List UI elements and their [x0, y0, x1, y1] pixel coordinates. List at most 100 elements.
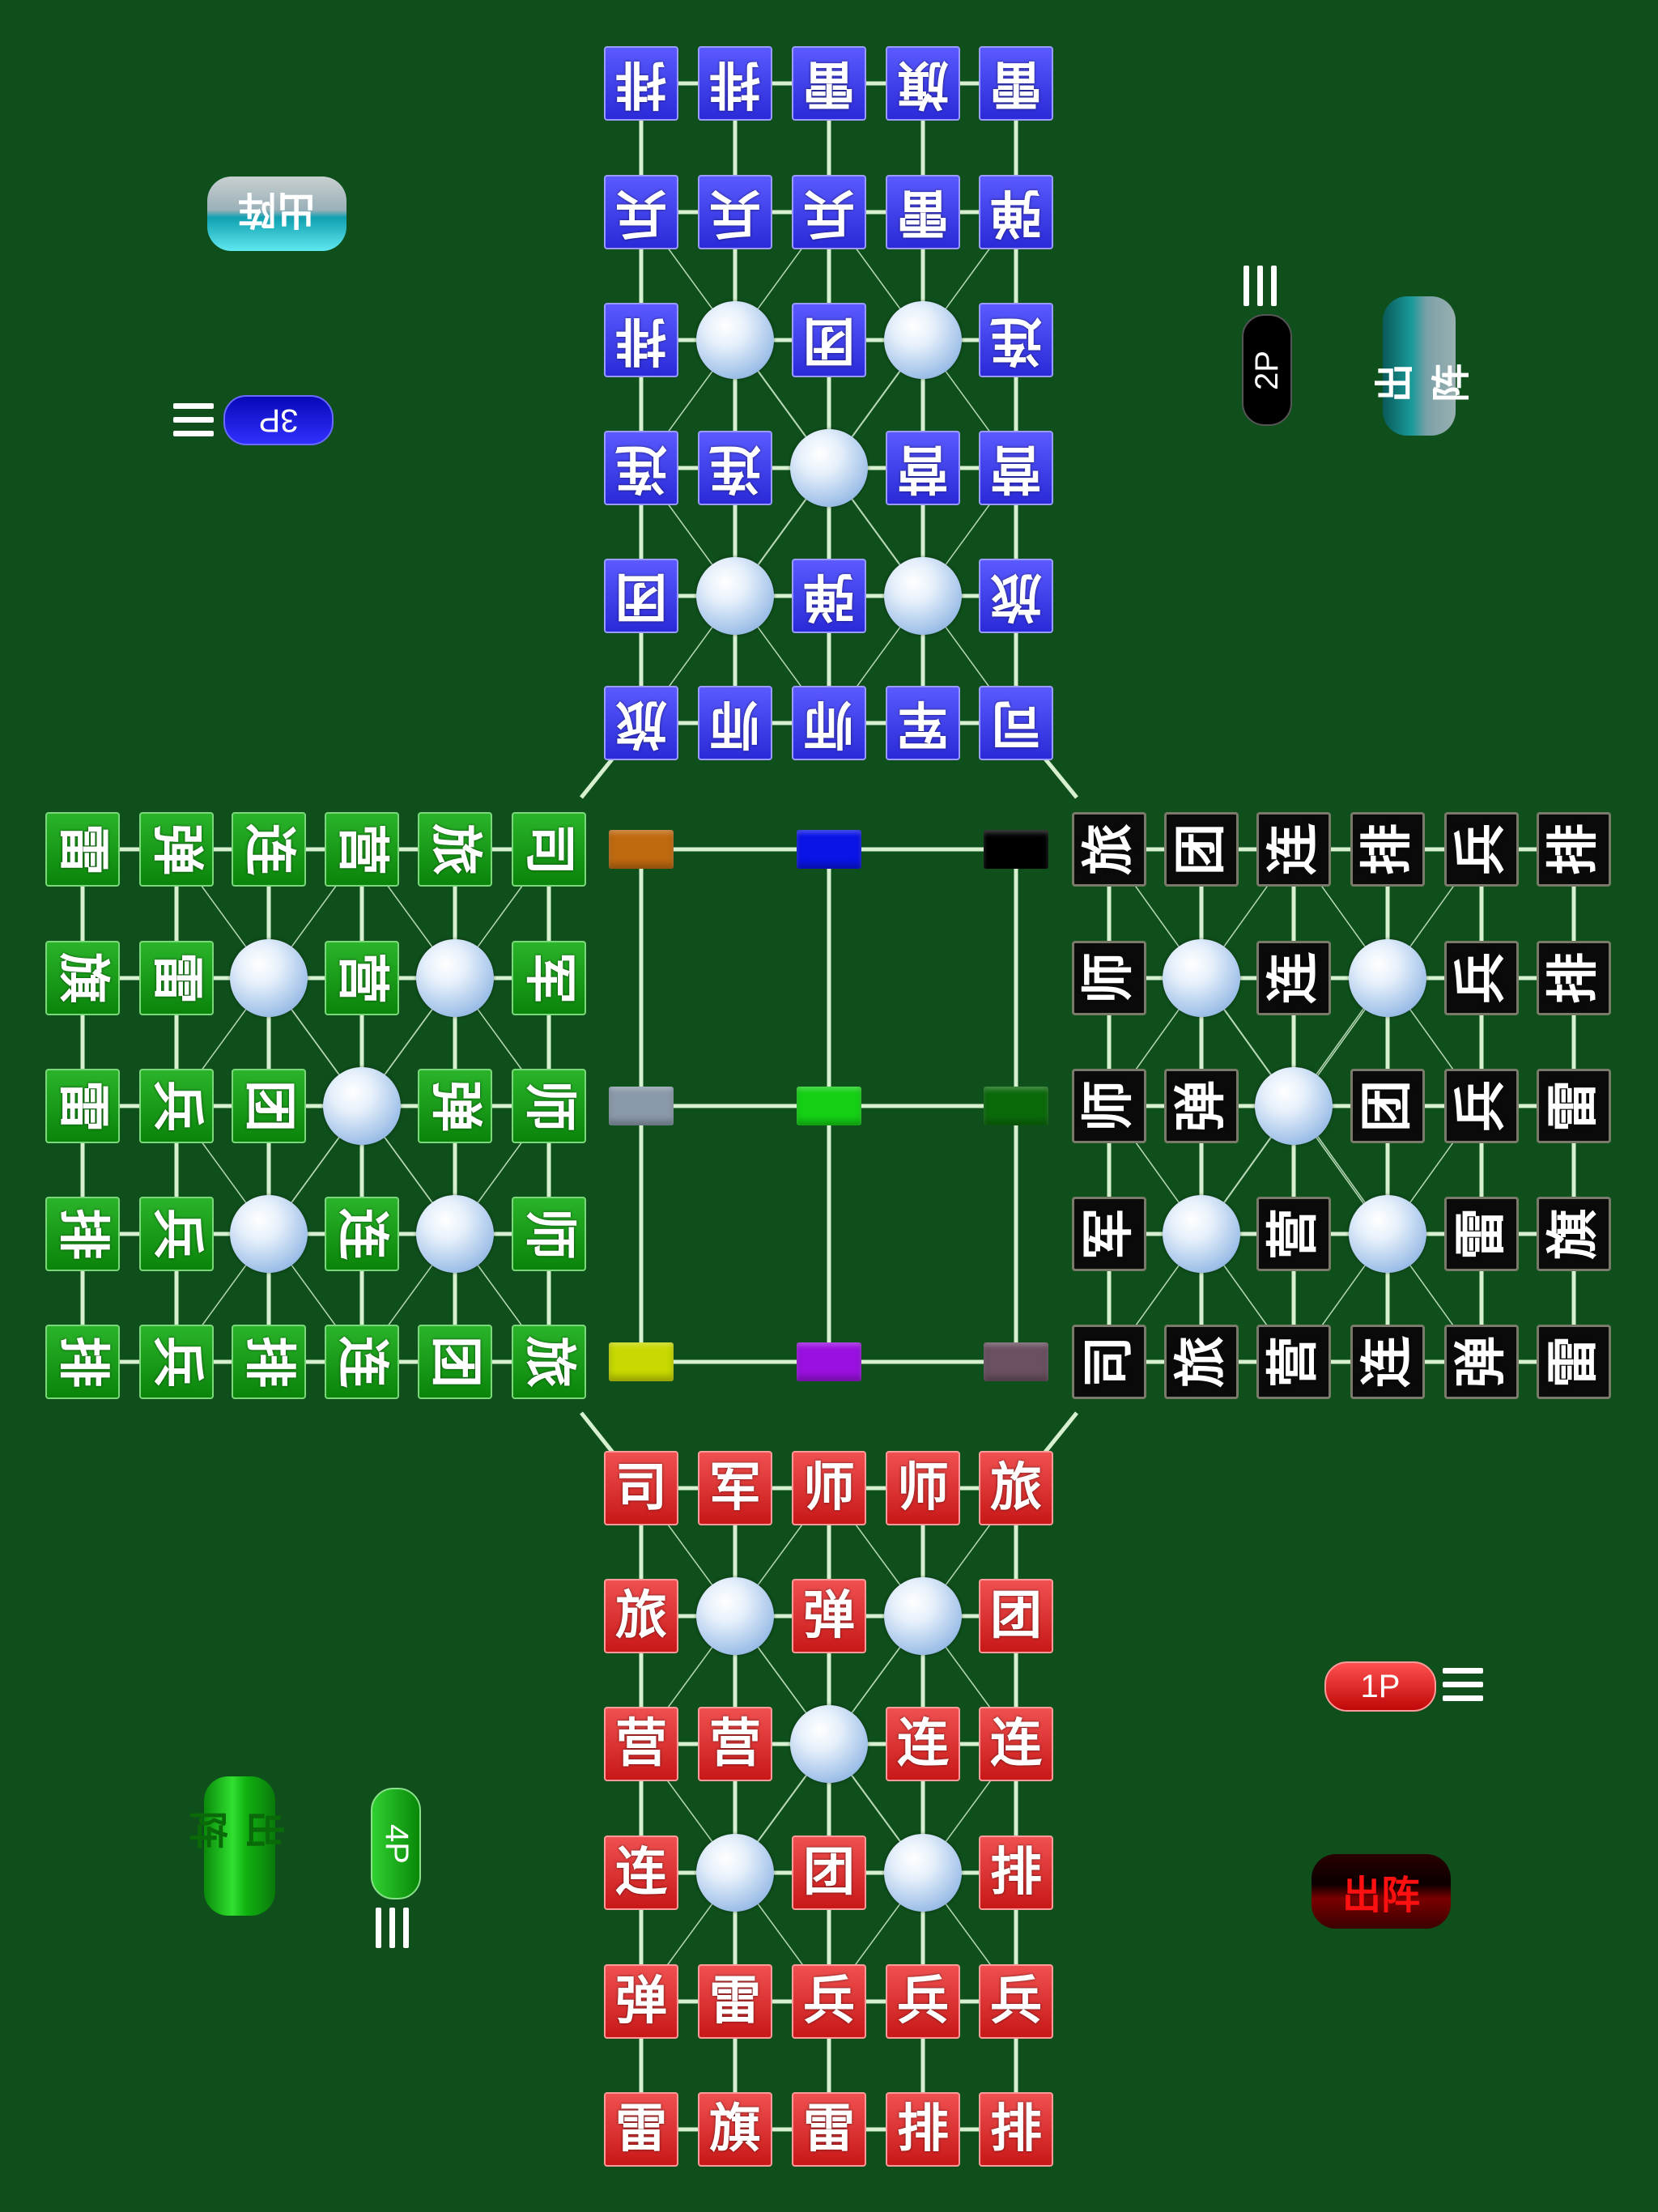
- center-station[interactable]: [609, 830, 674, 869]
- green-piece[interactable]: 弹: [418, 1069, 492, 1143]
- p3-menu-icon[interactable]: [173, 403, 214, 437]
- red-piece[interactable]: 师: [792, 1451, 866, 1525]
- blue-piece[interactable]: 旅: [604, 686, 678, 760]
- green-piece[interactable]: 雷: [45, 812, 120, 887]
- black-piece[interactable]: 营: [1256, 1325, 1331, 1399]
- green-piece[interactable]: 兵: [139, 1069, 214, 1143]
- blue-piece[interactable]: 军: [886, 686, 960, 760]
- blue-piece[interactable]: 司: [979, 686, 1053, 760]
- red-piece[interactable]: 排: [979, 1836, 1053, 1910]
- green-camp[interactable]: [230, 939, 308, 1017]
- blue-piece[interactable]: 旗: [886, 46, 960, 121]
- green-piece[interactable]: 师: [512, 1069, 586, 1143]
- blue-piece[interactable]: 排: [698, 46, 772, 121]
- red-piece[interactable]: 雷: [698, 1964, 772, 2039]
- red-piece[interactable]: 司: [604, 1451, 678, 1525]
- blue-piece[interactable]: 雷: [886, 175, 960, 249]
- p2-deploy-button[interactable]: 出阵: [1372, 296, 1474, 436]
- blue-piece[interactable]: 营: [886, 431, 960, 505]
- center-station[interactable]: [984, 1342, 1048, 1381]
- blue-piece[interactable]: 兵: [698, 175, 772, 249]
- black-piece[interactable]: 排: [1537, 812, 1611, 887]
- red-piece[interactable]: 兵: [792, 1964, 866, 2039]
- black-piece[interactable]: 团: [1350, 1069, 1425, 1143]
- red-camp[interactable]: [884, 1834, 962, 1912]
- blue-piece[interactable]: 弹: [792, 559, 866, 633]
- blue-piece[interactable]: 营: [979, 431, 1053, 505]
- black-piece[interactable]: 旗: [1537, 1197, 1611, 1271]
- red-piece[interactable]: 团: [979, 1579, 1053, 1653]
- center-station[interactable]: [797, 1342, 861, 1381]
- blue-piece[interactable]: 兵: [604, 175, 678, 249]
- red-piece[interactable]: 旅: [604, 1579, 678, 1653]
- p1-menu-icon[interactable]: [1443, 1668, 1483, 1702]
- blue-piece[interactable]: 兵: [792, 175, 866, 249]
- red-piece[interactable]: 连: [886, 1707, 960, 1781]
- red-camp[interactable]: [884, 1577, 962, 1655]
- red-piece[interactable]: 营: [698, 1707, 772, 1781]
- blue-camp[interactable]: [884, 301, 962, 379]
- black-camp[interactable]: [1349, 1195, 1426, 1273]
- red-piece[interactable]: 雷: [792, 2092, 866, 2167]
- blue-piece[interactable]: 团: [792, 303, 866, 377]
- black-piece[interactable]: 连: [1256, 941, 1331, 1015]
- green-piece[interactable]: 团: [418, 1325, 492, 1399]
- green-camp[interactable]: [323, 1067, 401, 1145]
- blue-piece[interactable]: 连: [698, 431, 772, 505]
- p4-deploy-button[interactable]: 出阵: [185, 1776, 287, 1916]
- blue-piece[interactable]: 排: [604, 46, 678, 121]
- green-piece[interactable]: 营: [325, 941, 399, 1015]
- green-piece[interactable]: 雷: [45, 1069, 120, 1143]
- black-piece[interactable]: 旅: [1072, 812, 1146, 887]
- black-piece[interactable]: 排: [1537, 941, 1611, 1015]
- black-piece[interactable]: 兵: [1444, 812, 1519, 887]
- blue-piece[interactable]: 雷: [979, 46, 1053, 121]
- blue-piece[interactable]: 连: [604, 431, 678, 505]
- black-piece[interactable]: 师: [1072, 1069, 1146, 1143]
- green-piece[interactable]: 连: [232, 812, 306, 887]
- center-station[interactable]: [609, 1087, 674, 1125]
- red-camp[interactable]: [696, 1834, 774, 1912]
- center-station[interactable]: [797, 1087, 861, 1125]
- black-piece[interactable]: 旅: [1164, 1325, 1239, 1399]
- blue-piece[interactable]: 团: [604, 559, 678, 633]
- red-piece[interactable]: 雷: [604, 2092, 678, 2167]
- blue-camp[interactable]: [696, 301, 774, 379]
- green-piece[interactable]: 连: [325, 1325, 399, 1399]
- red-piece[interactable]: 旗: [698, 2092, 772, 2167]
- green-piece[interactable]: 司: [512, 812, 586, 887]
- red-piece[interactable]: 团: [792, 1836, 866, 1910]
- green-camp[interactable]: [230, 1195, 308, 1273]
- green-piece[interactable]: 排: [232, 1325, 306, 1399]
- black-piece[interactable]: 营: [1256, 1197, 1331, 1271]
- red-piece[interactable]: 营: [604, 1707, 678, 1781]
- black-camp[interactable]: [1163, 1195, 1240, 1273]
- green-piece[interactable]: 团: [232, 1069, 306, 1143]
- black-camp[interactable]: [1255, 1067, 1333, 1145]
- green-piece[interactable]: 兵: [139, 1197, 214, 1271]
- red-piece[interactable]: 军: [698, 1451, 772, 1525]
- red-piece[interactable]: 兵: [886, 1964, 960, 2039]
- red-camp[interactable]: [790, 1705, 868, 1783]
- blue-piece[interactable]: 排: [604, 303, 678, 377]
- red-piece[interactable]: 师: [886, 1451, 960, 1525]
- black-piece[interactable]: 雷: [1444, 1197, 1519, 1271]
- blue-piece[interactable]: 连: [979, 303, 1053, 377]
- center-station[interactable]: [984, 1087, 1048, 1125]
- green-piece[interactable]: 旅: [418, 812, 492, 887]
- green-piece[interactable]: 排: [45, 1197, 120, 1271]
- center-station[interactable]: [609, 1342, 674, 1381]
- black-camp[interactable]: [1349, 939, 1426, 1017]
- red-piece[interactable]: 排: [979, 2092, 1053, 2167]
- blue-piece[interactable]: 雷: [792, 46, 866, 121]
- red-piece[interactable]: 连: [604, 1836, 678, 1910]
- center-station[interactable]: [984, 830, 1048, 869]
- blue-piece[interactable]: 弹: [979, 175, 1053, 249]
- black-camp[interactable]: [1163, 939, 1240, 1017]
- black-piece[interactable]: 雷: [1537, 1069, 1611, 1143]
- black-piece[interactable]: 弹: [1164, 1069, 1239, 1143]
- p4-menu-icon[interactable]: [376, 1908, 416, 1948]
- blue-piece[interactable]: 师: [698, 686, 772, 760]
- blue-piece[interactable]: 师: [792, 686, 866, 760]
- black-piece[interactable]: 团: [1164, 812, 1239, 887]
